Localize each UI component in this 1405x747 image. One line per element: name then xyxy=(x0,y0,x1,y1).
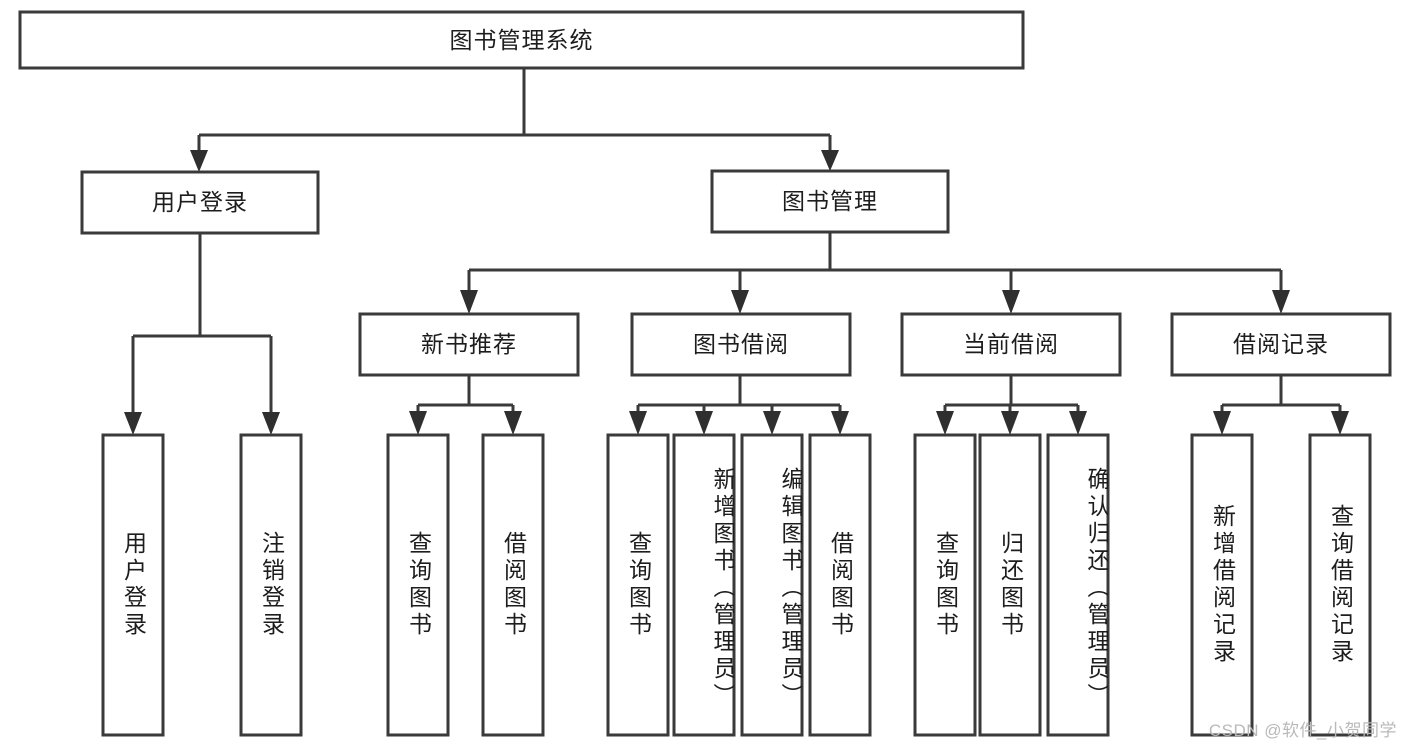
node-label-book-manage: 图书管理 xyxy=(782,188,878,214)
arrow-head-leaf-add-book xyxy=(695,411,713,435)
leaf-label-borrow-book-1: 借阅图书 xyxy=(500,531,527,639)
arrow-head-leaf-logout xyxy=(262,412,280,435)
arrow-head-leaf-borrow-book-2 xyxy=(831,411,849,435)
arrow-head-user-login xyxy=(190,150,208,172)
leaf-label-edit-book: 编辑图书（管理员） xyxy=(778,466,802,710)
arrow-head-leaf-query-book-1 xyxy=(409,411,427,435)
connector-new-book-recommend-to-leaves xyxy=(416,375,515,414)
leaf-label-query-record: 查询借阅记录 xyxy=(1327,504,1354,666)
arrow-head-leaf-return-book xyxy=(1001,411,1019,435)
node-box-book-manage[interactable] xyxy=(710,169,950,234)
leaf-box-query-book-2[interactable] xyxy=(606,433,670,737)
connector-book-manage-to-level2 xyxy=(467,232,1283,292)
leaf-box-add-record[interactable] xyxy=(1190,433,1254,737)
node-box-borrow-record[interactable] xyxy=(1170,312,1392,377)
node-label-user-login: 用户登录 xyxy=(152,189,248,215)
connector-current-borrow-to-leaves xyxy=(943,375,1080,414)
leaf-box-query-record[interactable] xyxy=(1308,433,1372,737)
node-box-new-book-recommend[interactable] xyxy=(358,312,580,377)
arrow-head-borrow-record xyxy=(1272,290,1290,314)
connector-user-login-to-leaves xyxy=(131,233,273,415)
node-box-user-login[interactable] xyxy=(80,170,320,235)
leaf-label-user-login: 用户登录 xyxy=(120,531,147,639)
leaf-box-edit-book[interactable] xyxy=(740,433,804,737)
connector-root-to-level1 xyxy=(197,68,832,152)
leaf-label-query-book-1: 查询图书 xyxy=(405,531,432,639)
csdn-watermark: CSDN @软件_小贺同学 xyxy=(1208,721,1397,740)
arrow-head-current-borrow xyxy=(1002,290,1020,314)
node-label-book-borrow: 图书借阅 xyxy=(693,331,789,357)
connector-borrow-record-to-leaves xyxy=(1220,375,1342,414)
leaf-label-query-book-2: 查询图书 xyxy=(625,531,652,639)
leaf-label-borrow-book-2: 借阅图书 xyxy=(827,531,854,639)
arrow-head-leaf-edit-book xyxy=(763,411,781,435)
leaf-label-logout: 注销登录 xyxy=(258,531,285,639)
node-label-new-book-recommend: 新书推荐 xyxy=(421,331,517,357)
node-box-book-borrow[interactable] xyxy=(630,312,852,377)
leaf-box-borrow-book-2[interactable] xyxy=(808,433,872,737)
leaf-box-add-book[interactable] xyxy=(672,433,736,737)
leaf-label-confirm-return: 确认归还（管理员） xyxy=(1084,466,1108,710)
arrow-head-leaf-add-record xyxy=(1213,411,1231,435)
arrow-head-leaf-query-record xyxy=(1331,411,1349,435)
leaf-box-query-book-1[interactable] xyxy=(386,433,450,737)
arrow-head-leaf-borrow-book-1 xyxy=(504,411,522,435)
connector-book-borrow-to-leaves xyxy=(636,375,842,414)
leaf-label-add-book: 新增图书（管理员） xyxy=(710,466,734,710)
arrow-head-new-book-recommend xyxy=(460,290,478,314)
leaf-label-return-book: 归还图书 xyxy=(997,531,1024,639)
leaf-box-confirm-return[interactable] xyxy=(1046,433,1110,737)
leaf-box-user-login[interactable] xyxy=(101,433,165,737)
arrow-head-leaf-query-book-2 xyxy=(629,411,647,435)
arrow-head-book-manage xyxy=(821,150,839,171)
node-label-root: 图书管理系统 xyxy=(449,26,594,53)
leaf-box-return-book[interactable] xyxy=(978,433,1042,737)
arrow-head-book-borrow xyxy=(731,290,749,314)
arrow-head-leaf-user-login xyxy=(124,412,142,435)
leaf-box-borrow-book-1[interactable] xyxy=(481,433,545,737)
node-box-current-borrow[interactable] xyxy=(900,312,1122,377)
leaf-box-query-book-3[interactable] xyxy=(913,433,977,737)
node-box-root[interactable] xyxy=(18,10,1025,70)
arrow-head-leaf-confirm-return xyxy=(1069,411,1087,435)
node-label-borrow-record: 借阅记录 xyxy=(1233,331,1329,357)
leaf-label-query-book-3: 查询图书 xyxy=(932,531,959,639)
leaf-label-add-record: 新增借阅记录 xyxy=(1209,504,1236,666)
arrow-head-leaf-query-book-3 xyxy=(936,411,954,435)
node-label-current-borrow: 当前借阅 xyxy=(963,331,1059,357)
leaf-box-logout[interactable] xyxy=(239,433,303,737)
